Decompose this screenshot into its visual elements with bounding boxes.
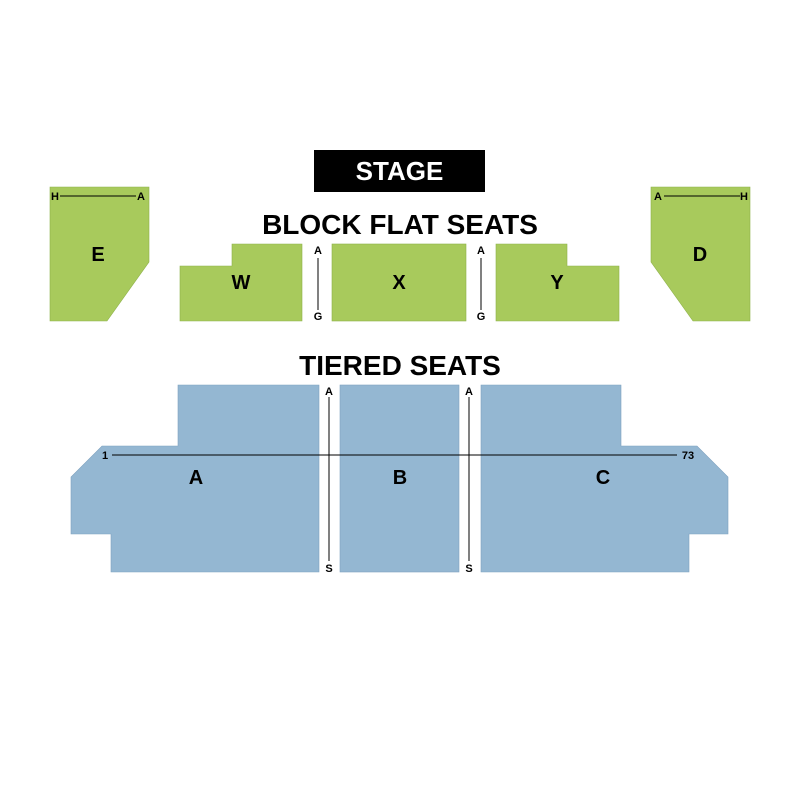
aisle-bc-row-last: S (465, 563, 472, 575)
section-e-area[interactable] (49, 186, 150, 322)
aisle-xy-row-last: G (477, 311, 486, 323)
aisle-wx-row-first: A (314, 245, 322, 257)
section-b[interactable]: B (339, 384, 460, 573)
stage-label: STAGE (356, 156, 444, 186)
section-w-label: W (232, 272, 251, 294)
section-c[interactable]: C (480, 384, 729, 573)
seat-number-last: 73 (682, 450, 694, 462)
section-e-label: E (91, 244, 104, 266)
section-y-area[interactable] (495, 243, 620, 322)
section-y-label: Y (550, 272, 564, 294)
section-c-area[interactable] (480, 384, 729, 573)
section-d-area[interactable] (650, 186, 751, 322)
aisle-bc-rows: A S (465, 386, 473, 575)
aisle-xy-row-first: A (477, 245, 485, 257)
seat-number-first: 1 (102, 450, 108, 462)
aisle-ab-row-first: A (325, 386, 333, 398)
aisle-wx-row-last: G (314, 311, 323, 323)
section-e-row-last: A (137, 191, 145, 203)
stage-block (314, 150, 485, 192)
aisle-ab-rows: A S (325, 386, 333, 575)
section-b-area[interactable] (339, 384, 460, 573)
section-x[interactable]: X (331, 243, 467, 322)
section-a-area[interactable] (70, 384, 320, 573)
section-e-row-first: H (51, 191, 59, 203)
section-w[interactable]: W (179, 243, 303, 322)
seat-number-line: 1 73 (102, 450, 694, 462)
section-d-label: D (693, 244, 707, 266)
section-y[interactable]: Y (495, 243, 620, 322)
section-d-row-last: H (740, 191, 748, 203)
stage: STAGE (314, 150, 485, 192)
block-flat-seats-heading: BLOCK FLAT SEATS (262, 209, 538, 240)
section-a[interactable]: A (70, 384, 320, 573)
section-b-label: B (393, 467, 407, 489)
section-a-label: A (189, 467, 203, 489)
section-c-label: C (596, 467, 610, 489)
aisle-ab-row-last: S (325, 563, 332, 575)
section-x-area[interactable] (331, 243, 467, 322)
section-e[interactable]: H A E (49, 186, 150, 322)
section-w-area[interactable] (179, 243, 303, 322)
section-d[interactable]: A H D (650, 186, 751, 322)
tiered-seats-heading: TIERED SEATS (299, 350, 501, 381)
section-x-label: X (392, 272, 406, 294)
aisle-wx-rows: A G (314, 245, 323, 323)
aisle-bc-row-first: A (465, 386, 473, 398)
aisle-xy-rows: A G (477, 245, 486, 323)
section-d-row-first: A (654, 191, 662, 203)
